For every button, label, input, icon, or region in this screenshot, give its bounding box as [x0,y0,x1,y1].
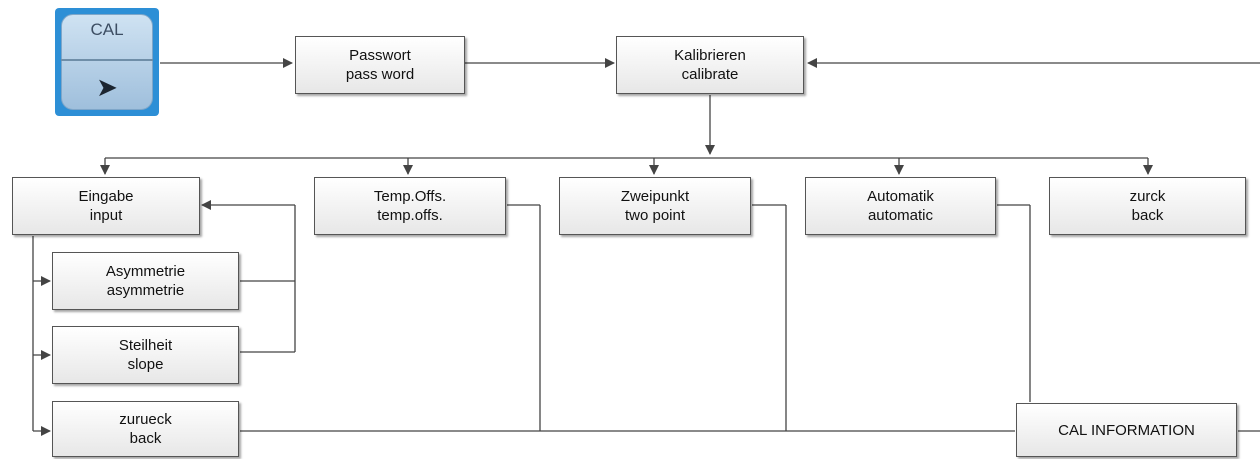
node-steilheit: Steilheit slope [52,326,239,384]
node-steilheit-de: Steilheit [118,337,173,354]
node-zurck-de: zurck [1129,188,1166,205]
node-asymmetrie: Asymmetrie asymmetrie [52,252,239,310]
node-temp-offs-en: temp.offs. [377,207,443,224]
node-temp-offs: Temp.Offs. temp.offs. [314,177,506,235]
node-temp-offs-de: Temp.Offs. [373,188,447,205]
node-cal-information: CAL INFORMATION [1016,403,1237,457]
cal-button-face [61,14,153,110]
cal-button-label: CAL [90,20,124,39]
node-asymmetrie-en: asymmetrie [106,282,185,299]
node-zurck-en: back [1131,207,1164,224]
node-eingabe: Eingabe input [12,177,200,235]
node-automatik-de: Automatik [867,188,934,205]
node-eingabe-de: Eingabe [78,188,134,205]
node-zurueck-en: back [129,430,162,447]
cal-button-divider [61,59,153,61]
node-steilheit-en: slope [127,356,164,373]
node-asymmetrie-de: Asymmetrie [105,263,186,280]
node-passwort: Passwort pass word [295,36,465,94]
node-cal-information-label: CAL INFORMATION [1058,421,1195,439]
node-automatik-en: automatic [867,207,934,224]
node-kalibrieren-de: Kalibrieren [674,47,746,64]
node-kalibrieren-en: calibrate [681,66,739,83]
cal-button: CAL ➤ [55,8,159,116]
node-passwort-de: Passwort [349,47,411,64]
node-zurueck-de: zurueck [119,411,172,428]
node-kalibrieren: Kalibrieren calibrate [616,36,804,94]
node-eingabe-en: input [89,207,123,224]
right-arrow-icon: ➤ [96,72,118,102]
node-automatik: Automatik automatic [805,177,996,235]
node-passwort-en: pass word [345,66,415,83]
node-zweipunkt-en: two point [624,207,686,224]
node-zweipunkt-de: Zweipunkt [620,188,690,205]
node-zweipunkt: Zweipunkt two point [559,177,751,235]
node-zurueck: zurueck back [52,401,239,457]
node-zurck: zurck back [1049,177,1246,235]
